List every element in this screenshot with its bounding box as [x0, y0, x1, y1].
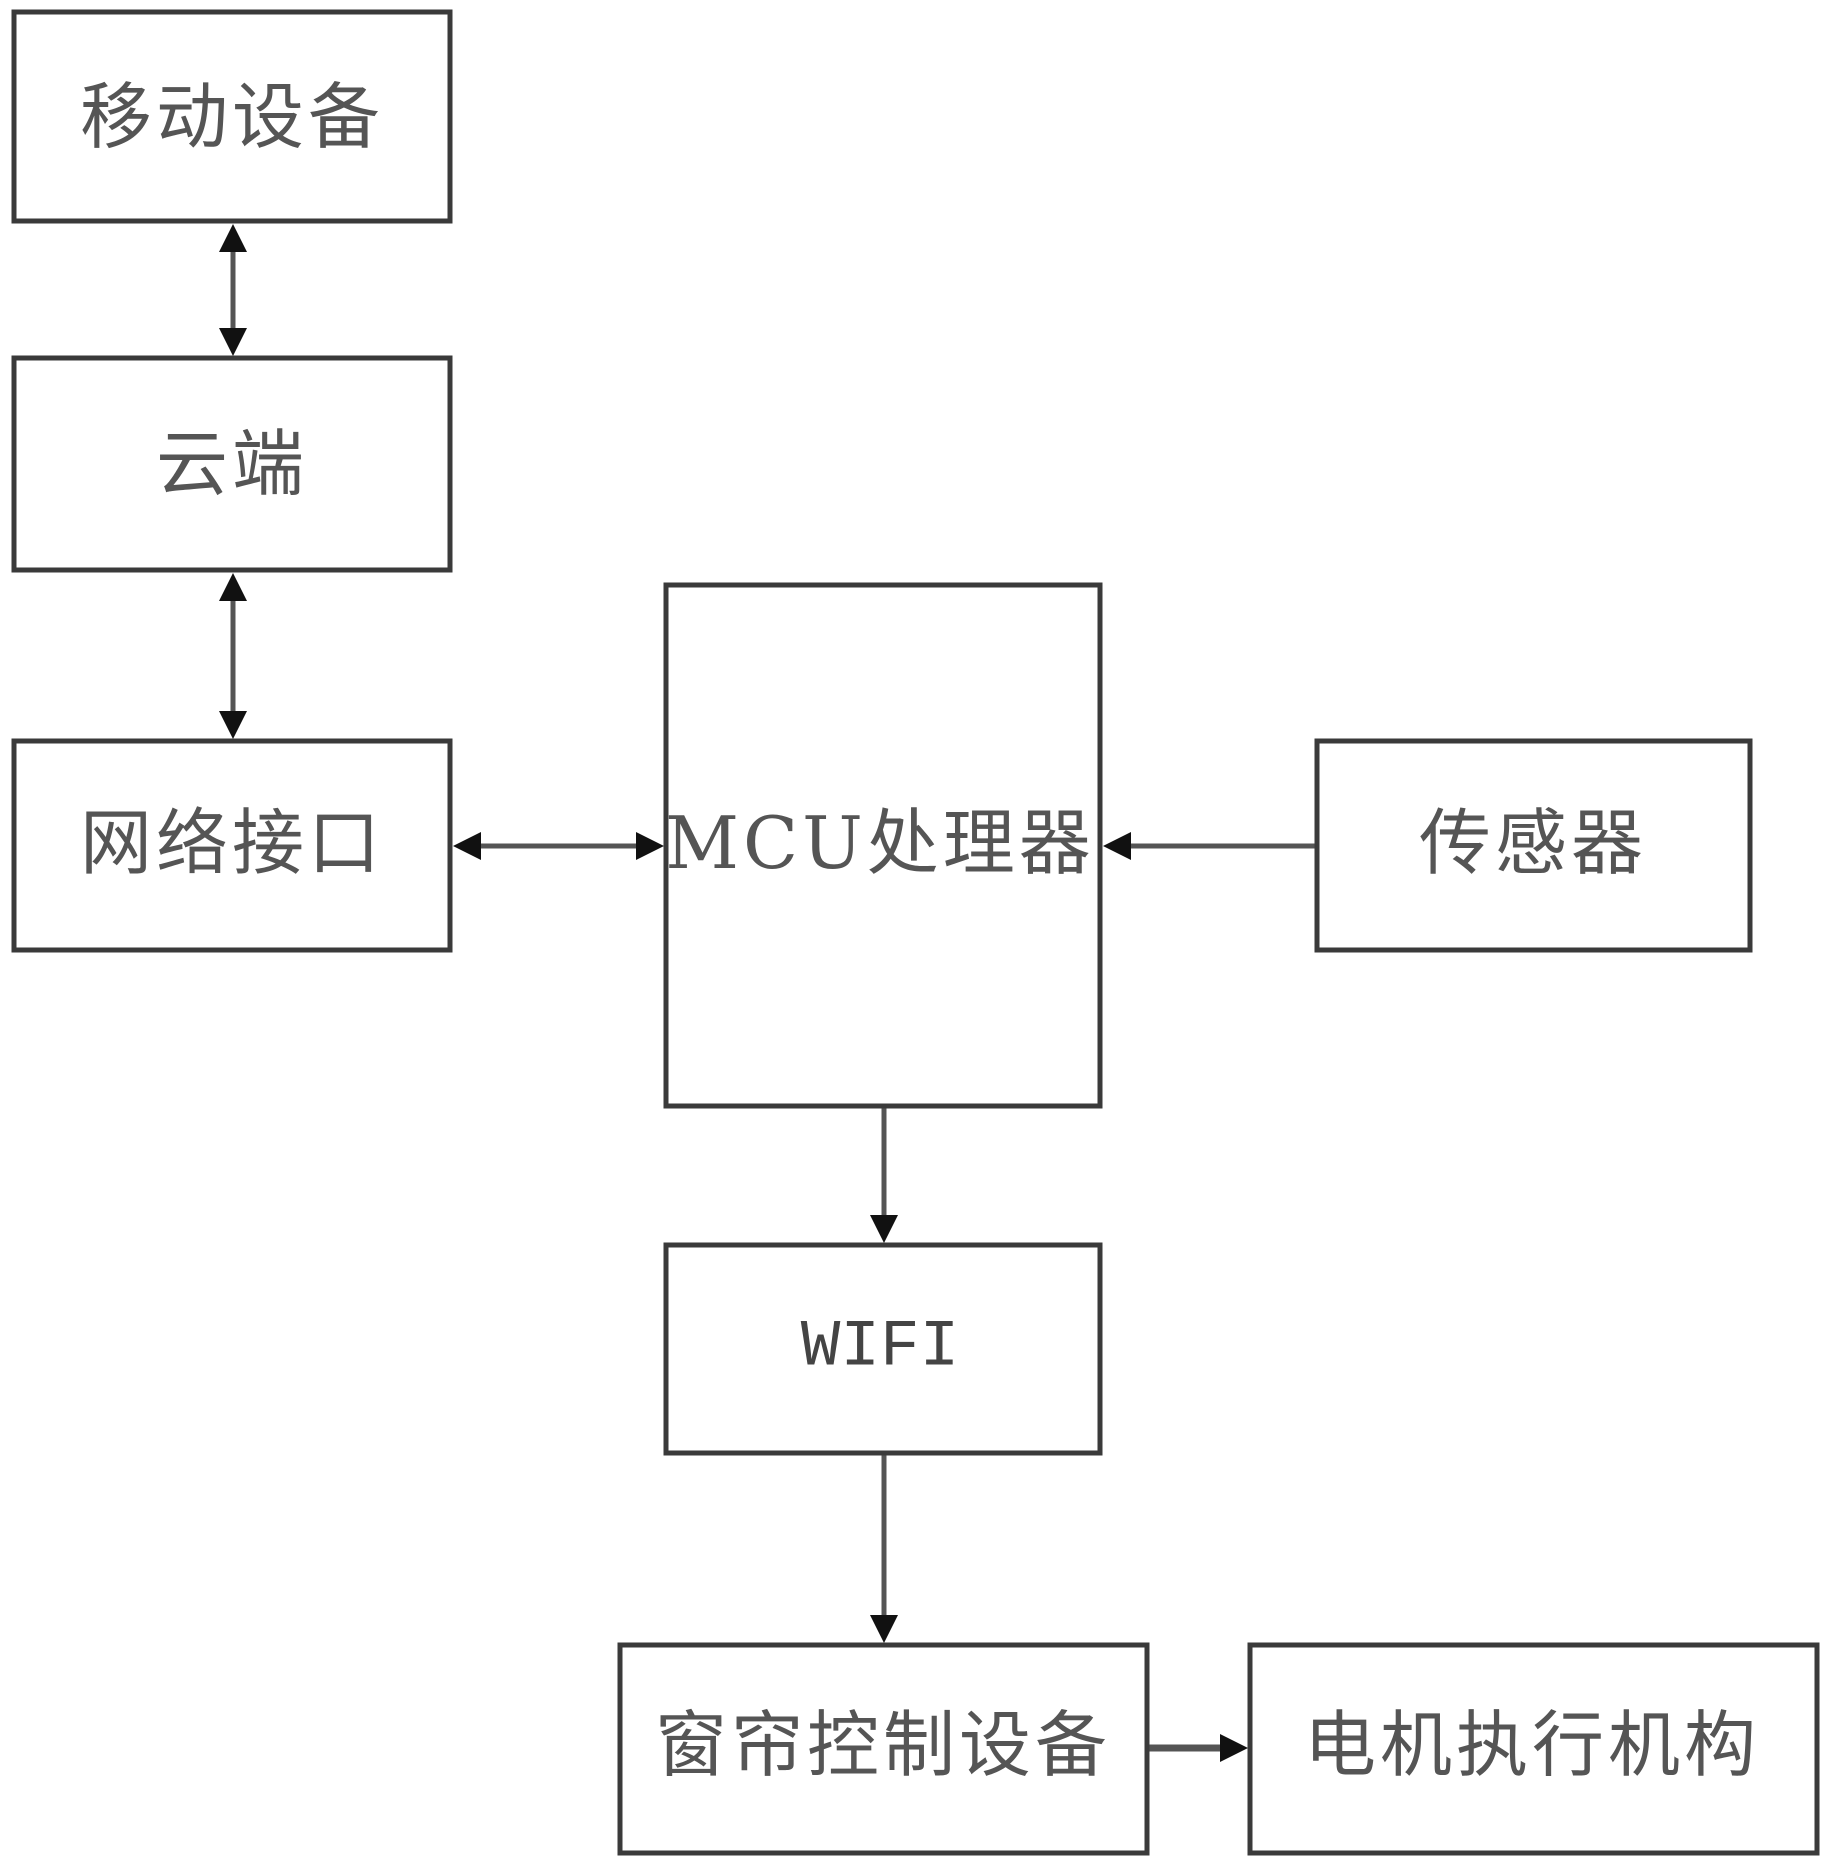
node-network-interface: 网络接口: [11, 738, 453, 953]
arrow-right-icon: [1220, 1734, 1248, 1762]
node-mcu-processor: MCU处理器: [663, 582, 1103, 1109]
node-label: 电机执行机构: [1304, 1703, 1760, 1787]
node-label: 窗帘控制设备: [655, 1703, 1111, 1787]
node-label: 传感器: [1419, 801, 1647, 885]
arrow-down-icon: [219, 328, 247, 356]
node-label: 网络接口: [80, 801, 384, 885]
arrow-down-icon: [870, 1215, 898, 1243]
node-sensor: 传感器: [1314, 738, 1753, 953]
arrow-left-icon: [1103, 832, 1131, 860]
node-wifi: WIFI: [663, 1242, 1103, 1456]
node-label: 移动设备: [80, 75, 384, 159]
node-curtain-controller: 窗帘控制设备: [617, 1642, 1150, 1856]
connectors: [219, 224, 1317, 1762]
node-motor-actuator: 电机执行机构: [1247, 1642, 1820, 1856]
node-cloud: 云端: [11, 355, 453, 573]
node-label: WIFI: [801, 1310, 959, 1385]
node-mobile-device: 移动设备: [11, 9, 453, 224]
arrow-down-icon: [219, 711, 247, 739]
arrow-up-icon: [219, 224, 247, 252]
arrow-right-icon: [636, 832, 664, 860]
node-label: MCU处理器: [665, 801, 1095, 885]
arrow-left-icon: [453, 832, 481, 860]
node-label: 云端: [156, 422, 308, 506]
arrow-up-icon: [219, 573, 247, 601]
arrow-down-icon: [870, 1615, 898, 1643]
